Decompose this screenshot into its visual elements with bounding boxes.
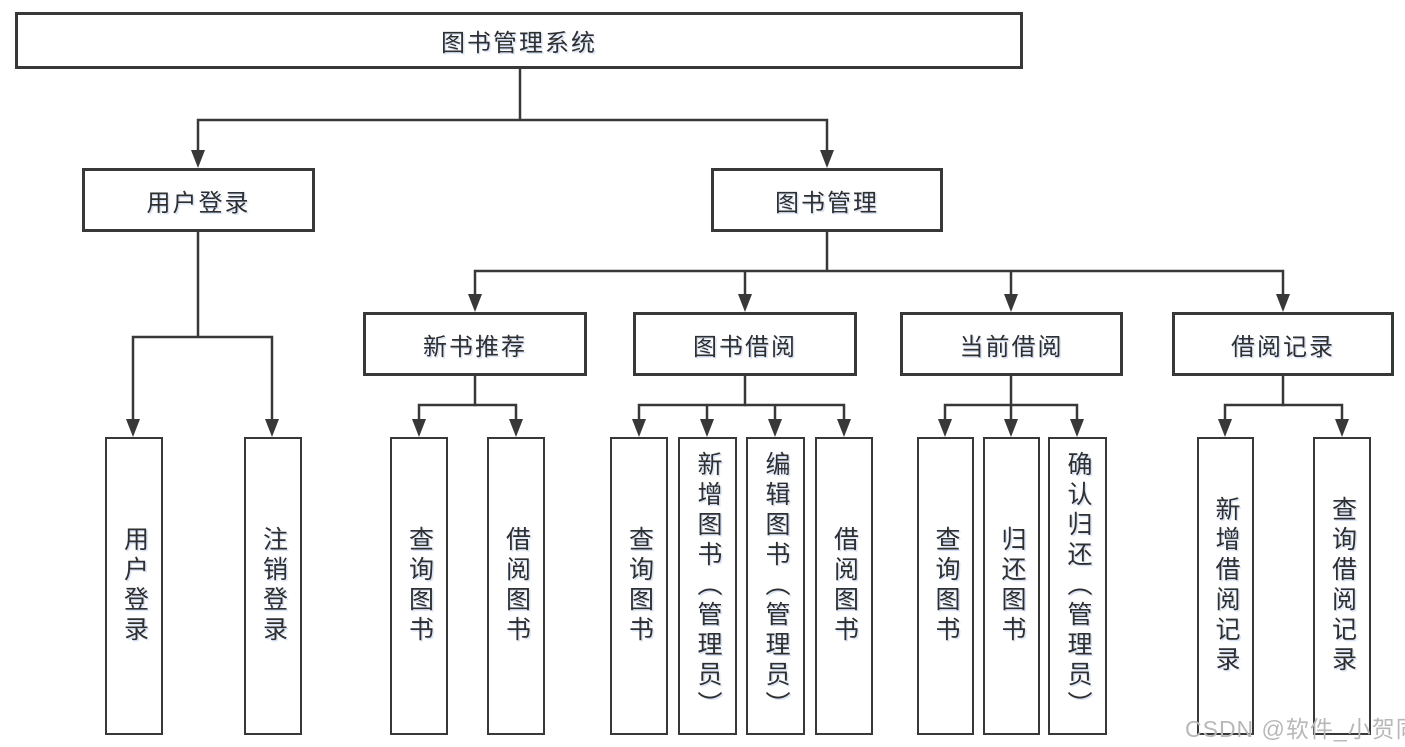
node-book-borrowing: 图书借阅 [633,312,857,376]
node-current-borrowing: 当前借阅 [900,312,1123,376]
node-edit-books-admin: 编辑图书（管理员） [746,437,805,735]
node-query-books-borrow: 查询图书 [610,437,668,735]
node-borrow-books-recommend: 借阅图书 [487,437,545,735]
node-query-borrow-record: 查询借阅记录 [1313,437,1371,735]
node-query-books-current: 查询图书 [917,437,974,735]
node-borrow-books: 借阅图书 [815,437,873,735]
node-leaf-user-login: 用户登录 [105,437,163,735]
node-library-system: 图书管理系统 [15,12,1023,69]
node-leaf-logout: 注销登录 [244,437,302,735]
node-user-login: 用户登录 [82,168,315,232]
node-query-books-recommend: 查询图书 [390,437,448,735]
node-add-books-admin: 新增图书（管理员） [678,437,737,735]
node-add-borrow-record: 新增借阅记录 [1197,437,1254,735]
node-borrowing-records: 借阅记录 [1172,312,1394,376]
node-confirm-return-admin: 确认归还（管理员） [1048,437,1107,735]
node-new-book-recommend: 新书推荐 [363,312,587,376]
node-book-management: 图书管理 [711,168,943,232]
node-return-books: 归还图书 [983,437,1040,735]
watermark: CSDN @软件_小贺同学 [1185,716,1405,742]
